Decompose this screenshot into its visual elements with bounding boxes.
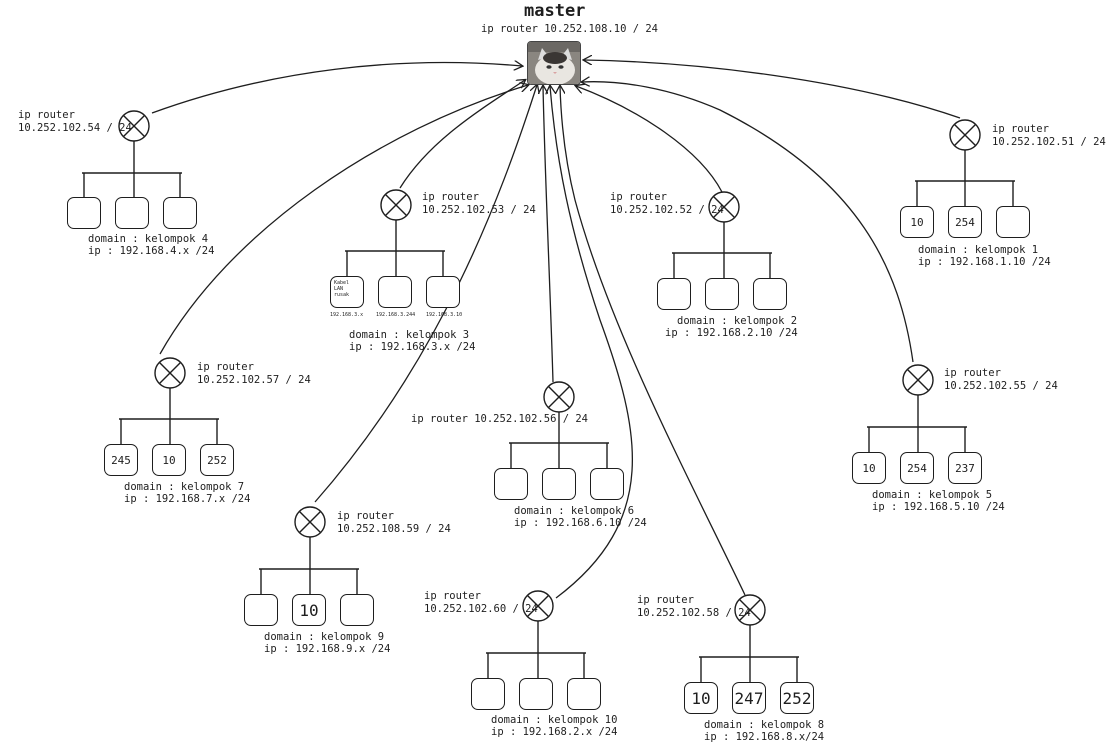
host-box	[340, 594, 374, 626]
host-box	[378, 276, 412, 308]
host-box	[567, 678, 601, 710]
router-k9-label: ip router	[337, 510, 394, 522]
router-icon	[949, 119, 981, 151]
router-k9-ip: 10.252.108.59 / 24	[337, 523, 451, 535]
domain-k7: domain : kelompok 7	[124, 481, 245, 493]
host-box	[494, 468, 528, 500]
domain-k2: domain : kelompok 2	[677, 315, 798, 327]
link-k2-master	[576, 86, 723, 193]
ip-k2: ip : 192.168.2.10 /24	[665, 327, 798, 339]
link-k1-master	[584, 60, 961, 119]
router-k1-ip: 10.252.102.51 / 24	[992, 136, 1106, 148]
ip-k5: ip : 192.168.5.10 /24	[872, 501, 1005, 513]
domain-k6: domain : kelompok 6	[514, 505, 635, 517]
router-k10-label: ip router	[424, 590, 481, 602]
domain-k5: domain : kelompok 5	[872, 489, 993, 501]
host-box	[705, 278, 739, 310]
host-box	[996, 206, 1030, 238]
router-k4-label: ip router	[18, 109, 75, 121]
router-k5-label: ip router	[944, 367, 1001, 379]
ip-k4: ip : 192.168.4.x /24	[88, 245, 215, 257]
link-k10-master	[550, 86, 633, 599]
host-box	[244, 594, 278, 626]
host-box: 10	[684, 682, 718, 714]
host-box	[471, 678, 505, 710]
domain-k1: domain : kelompok 1	[918, 244, 1039, 256]
host-sublabel: 192.168.3.x	[330, 312, 364, 318]
host-box-note: Kabel LAN rusak	[330, 276, 364, 308]
link-k8-master	[560, 86, 746, 596]
router-icon	[154, 357, 186, 389]
ip-k7: ip : 192.168.7.x /24	[124, 493, 251, 505]
link-k5-master	[582, 82, 914, 363]
host-box	[67, 197, 101, 229]
router-k7-label: ip router	[197, 361, 254, 373]
host-box	[163, 197, 197, 229]
router-icon	[380, 189, 412, 221]
host-box	[426, 276, 460, 308]
router-icon	[902, 364, 934, 396]
router-k10-ip: 10.252.102.60 / 24	[424, 603, 538, 615]
host-sublabel: 192.168.3.10	[426, 312, 463, 318]
host-box	[519, 678, 553, 710]
host-box	[753, 278, 787, 310]
link-k6-master	[543, 86, 554, 383]
router-k7-ip: 10.252.102.57 / 24	[197, 374, 311, 386]
host-box: 254	[948, 206, 982, 238]
host-box: 10	[152, 444, 186, 476]
domain-k3: domain : kelompok 3	[349, 329, 470, 341]
host-box: 10	[900, 206, 934, 238]
router-k8-label: ip router	[637, 594, 694, 606]
ip-k10: ip : 192.168.2.x /24	[491, 726, 618, 738]
host-box: 10	[292, 594, 326, 626]
ip-k6: ip : 192.168.6.10 /24	[514, 517, 647, 529]
ip-k9: ip : 192.168.9.x /24	[264, 643, 391, 655]
ip-k8: ip : 192.168.8.x/24	[704, 731, 825, 743]
router-k2-ip: 10.252.102.52 / 24	[610, 204, 724, 216]
host-box: 254	[900, 452, 934, 484]
domain-k8: domain : kelompok 8	[704, 719, 825, 731]
router-icon	[294, 506, 326, 538]
master-ip-label: ip router 10.252.108.10 / 24	[481, 23, 659, 35]
ip-k3: ip : 192.168.3.x /24	[349, 341, 476, 353]
host-box	[657, 278, 691, 310]
host-box: 237	[948, 452, 982, 484]
router-k4-ip: 10.252.102.54 / 24	[18, 122, 132, 134]
router-k3-ip: 10.252.102.53 / 24	[422, 204, 536, 216]
host-box: 247	[732, 682, 766, 714]
router-k2-label: ip router	[610, 191, 667, 203]
router-k8-ip: 10.252.102.58 / 24	[637, 607, 751, 619]
domain-k9: domain : kelompok 9	[264, 631, 385, 643]
master-title: master	[524, 1, 586, 21]
host-box: 10	[852, 452, 886, 484]
host-box: 252	[200, 444, 234, 476]
router-icon	[543, 381, 575, 413]
host-box	[115, 197, 149, 229]
host-box	[590, 468, 624, 500]
host-box: 245	[104, 444, 138, 476]
host-box	[542, 468, 576, 500]
master-cat-image	[527, 41, 581, 85]
router-k1-label: ip router	[992, 123, 1049, 135]
ip-k1: ip : 192.168.1.10 /24	[918, 256, 1051, 268]
router-k3-label: ip router	[422, 191, 479, 203]
host-box: 252	[780, 682, 814, 714]
router-k6-label: ip router 10.252.102.56 / 24	[411, 413, 589, 425]
router-k5-ip: 10.252.102.55 / 24	[944, 380, 1058, 392]
link-k4-master	[151, 63, 522, 114]
link-k7-master	[159, 85, 528, 355]
domain-k10: domain : kelompok 10	[491, 714, 618, 726]
host-sublabel: 192.168.3.244	[376, 312, 416, 318]
router-icon	[708, 191, 740, 223]
domain-k4: domain : kelompok 4	[88, 233, 209, 245]
router-icon	[734, 594, 766, 626]
